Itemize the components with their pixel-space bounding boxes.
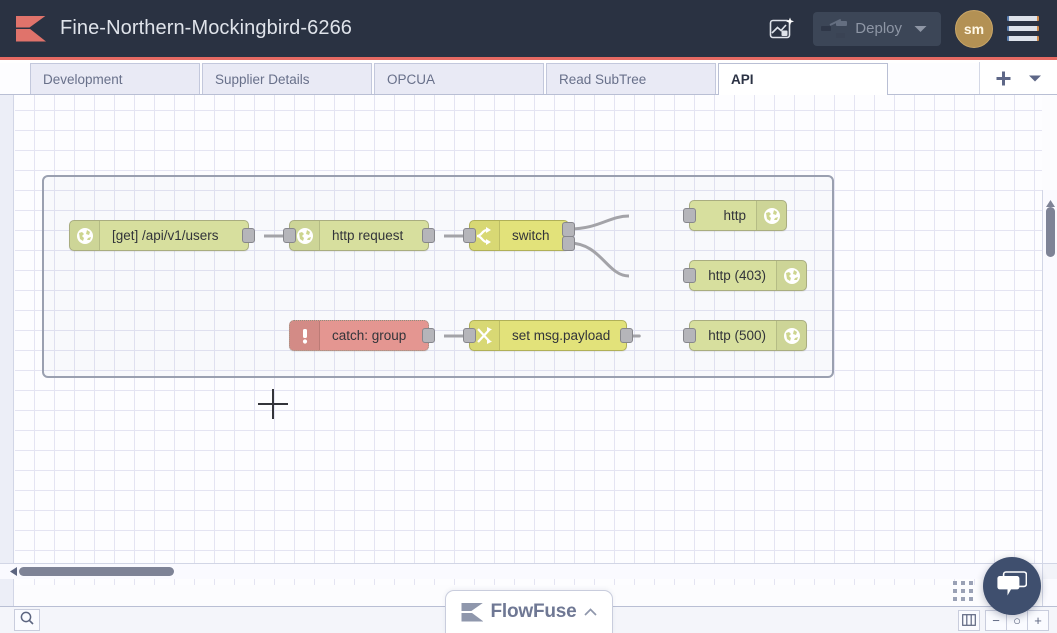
node-output-port[interactable] bbox=[422, 228, 435, 243]
canvas-cursor-crosshair bbox=[258, 389, 288, 419]
node-output-port-1[interactable] bbox=[562, 236, 575, 251]
tab-label: API bbox=[731, 72, 754, 87]
horizontal-scrollbar[interactable] bbox=[0, 563, 1042, 579]
node-output-port-0[interactable] bbox=[562, 222, 575, 237]
node-input-port[interactable] bbox=[283, 228, 296, 243]
scrollbar-corner bbox=[1042, 563, 1057, 579]
tab-supplier-details[interactable]: Supplier Details bbox=[202, 63, 372, 94]
flowfuse-logo-icon bbox=[461, 602, 484, 622]
flow-workspace: [get] /api/v1/users http request bbox=[0, 95, 1057, 606]
brand: Fine-Northern-Mockingbird-6266 bbox=[0, 15, 353, 42]
node-label: http request bbox=[332, 228, 404, 243]
globe-icon bbox=[776, 261, 806, 290]
node-input-port[interactable] bbox=[463, 328, 476, 343]
node-catch[interactable]: catch: group bbox=[289, 320, 435, 351]
flowfuse-logo-icon bbox=[16, 15, 46, 42]
deploy-nodes-icon bbox=[821, 18, 848, 38]
chat-bubble-icon bbox=[997, 570, 1028, 603]
node-label: http (500) bbox=[708, 328, 766, 343]
search-button[interactable] bbox=[14, 609, 40, 631]
flowfuse-widget[interactable]: FlowFuse bbox=[445, 590, 613, 633]
node-input-port[interactable] bbox=[683, 208, 696, 223]
node-input-port[interactable] bbox=[683, 268, 696, 283]
node-group[interactable] bbox=[42, 175, 834, 378]
add-flow-button[interactable] bbox=[996, 71, 1011, 86]
node-label: catch: group bbox=[332, 328, 407, 343]
tab-label: OPCUA bbox=[387, 71, 436, 87]
node-http-in[interactable]: [get] /api/v1/users bbox=[69, 220, 255, 251]
node-http-response-200[interactable]: http bbox=[683, 200, 787, 231]
workspace-gutter bbox=[0, 95, 14, 606]
vertical-scrollbar-thumb[interactable] bbox=[1046, 207, 1055, 257]
navigator-map-icon[interactable] bbox=[958, 609, 980, 631]
avatar-initials: sm bbox=[963, 20, 985, 37]
deploy-dropdown-toggle[interactable] bbox=[912, 25, 937, 33]
globe-icon bbox=[70, 221, 100, 250]
chevron-up-icon[interactable] bbox=[583, 603, 597, 621]
node-output-port[interactable] bbox=[242, 228, 255, 243]
globe-icon bbox=[776, 321, 806, 350]
node-input-port[interactable] bbox=[463, 228, 476, 243]
node-http-request[interactable]: http request bbox=[283, 220, 435, 251]
tab-read-subtree[interactable]: Read SubTree bbox=[546, 63, 716, 94]
node-label: [get] /api/v1/users bbox=[112, 228, 219, 243]
zoom-in-button[interactable]: + bbox=[1027, 609, 1049, 631]
tab-opcua[interactable]: OPCUA bbox=[374, 63, 544, 94]
tab-api[interactable]: API bbox=[718, 63, 888, 95]
avatar[interactable]: sm bbox=[955, 9, 993, 48]
tab-label: Development bbox=[43, 71, 123, 87]
tab-label: Supplier Details bbox=[215, 71, 310, 87]
chevron-down-icon[interactable] bbox=[1029, 75, 1041, 82]
node-label: switch bbox=[512, 228, 550, 243]
globe-icon bbox=[290, 221, 320, 250]
flowfuse-widget-label: FlowFuse bbox=[490, 601, 577, 622]
scroll-left-arrow-icon[interactable] bbox=[10, 563, 17, 581]
flow-tabbar: Development Supplier Details OPCUA Read … bbox=[0, 62, 1057, 95]
node-label: http bbox=[723, 208, 746, 223]
node-label: set msg.payload bbox=[512, 328, 611, 343]
node-http-response-500[interactable]: http (500) bbox=[683, 320, 807, 351]
deploy-button[interactable]: Deploy bbox=[813, 11, 941, 46]
node-switch[interactable]: switch bbox=[463, 220, 575, 251]
deploy-button-label: Deploy bbox=[855, 20, 902, 37]
globe-icon bbox=[756, 201, 786, 230]
node-output-port[interactable] bbox=[620, 328, 633, 343]
tab-development[interactable]: Development bbox=[30, 63, 200, 94]
node-input-port[interactable] bbox=[683, 328, 696, 343]
header-actions: Deploy sm bbox=[765, 9, 1057, 48]
warning-icon bbox=[290, 321, 320, 350]
ai-assistant-icon[interactable] bbox=[765, 12, 799, 46]
hamburger-menu-icon[interactable] bbox=[1007, 14, 1041, 44]
flow-canvas[interactable]: [get] /api/v1/users http request bbox=[15, 95, 1042, 585]
node-label: http (403) bbox=[708, 268, 766, 283]
scroll-up-arrow-icon[interactable] bbox=[1046, 194, 1055, 212]
canvas-view-controls: − ○ + bbox=[958, 609, 1057, 631]
tabbar-actions bbox=[979, 62, 1057, 94]
vertical-scrollbar[interactable] bbox=[1042, 190, 1057, 606]
page-title: Fine-Northern-Mockingbird-6266 bbox=[60, 17, 353, 39]
node-change-set-msg-payload[interactable]: set msg.payload bbox=[463, 320, 633, 351]
horizontal-scrollbar-thumb[interactable] bbox=[19, 567, 174, 576]
node-output-port[interactable] bbox=[422, 328, 435, 343]
tab-label: Read SubTree bbox=[559, 71, 647, 87]
search-icon bbox=[20, 611, 34, 630]
app-header: Fine-Northern-Mockingbird-6266 Deploy bbox=[0, 0, 1057, 60]
node-http-response-403[interactable]: http (403) bbox=[683, 260, 807, 291]
chat-button[interactable] bbox=[983, 557, 1041, 615]
drag-dots-icon[interactable] bbox=[953, 581, 973, 601]
